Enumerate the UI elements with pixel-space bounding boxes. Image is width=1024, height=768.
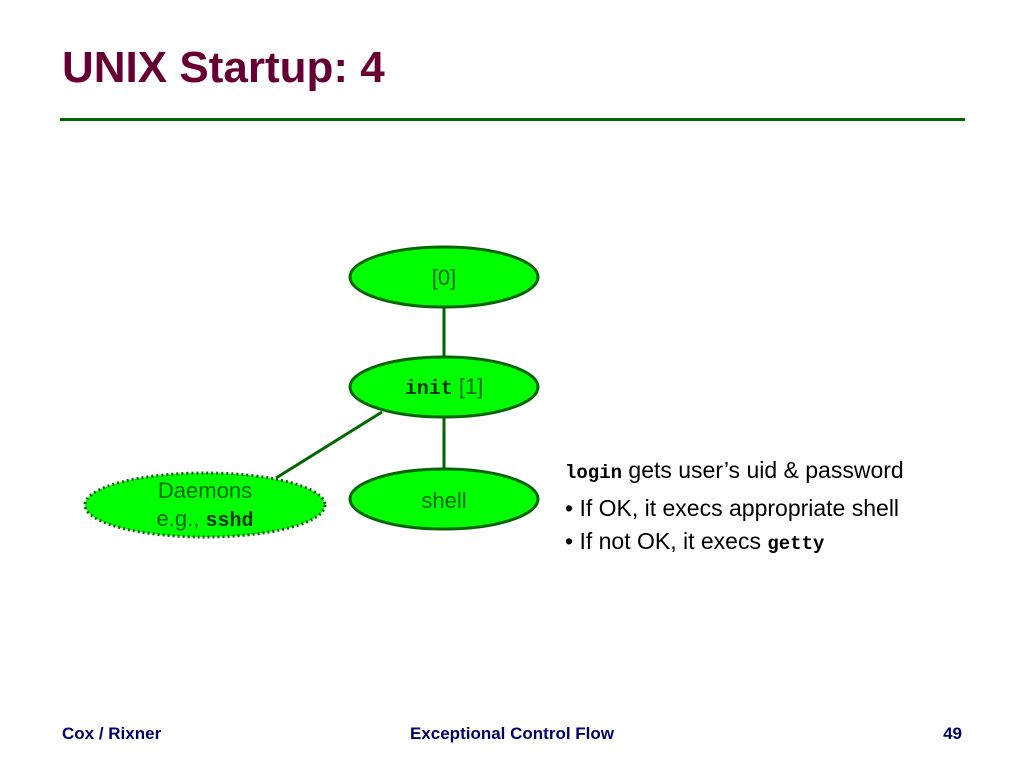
notes-bullet-not-ok: • If not OK, it execs getty bbox=[565, 528, 904, 556]
node-root-label: [0] bbox=[432, 265, 456, 290]
notes-bullet-ok: • If OK, it execs appropriate shell bbox=[565, 494, 900, 521]
footer-page-number: 49 bbox=[943, 724, 962, 743]
title-divider bbox=[60, 118, 965, 121]
node-root: [0] bbox=[348, 245, 540, 309]
node-shell-label: shell bbox=[421, 488, 466, 513]
node-daemons-line1: Daemons bbox=[158, 478, 252, 503]
footer-topic: Exceptional Control Flow bbox=[409, 724, 614, 743]
node-init-code: init bbox=[405, 378, 453, 401]
node-daemons-line2: e.g., sshd bbox=[157, 506, 254, 533]
node-daemons-code: sshd bbox=[205, 510, 253, 533]
slide-title: UNIX Startup: 4 bbox=[62, 43, 385, 92]
node-init: init [1] bbox=[348, 355, 540, 419]
login-code: login bbox=[565, 462, 623, 484]
node-init-pid: [1] bbox=[453, 374, 484, 399]
edge-init-daemons bbox=[275, 410, 383, 480]
node-init-label: init [1] bbox=[405, 374, 484, 401]
notes-heading-text: gets user’s uid & password bbox=[622, 457, 904, 483]
node-daemons-prefix: e.g., bbox=[157, 506, 206, 531]
getty-code: getty bbox=[767, 533, 825, 556]
node-shell: shell bbox=[348, 467, 540, 531]
login-notes: login gets user’s uid & password • If OK… bbox=[565, 457, 904, 556]
node-daemons: Daemons e.g., sshd bbox=[83, 471, 327, 539]
notes-bullet-not-ok-text: • If not OK, it execs bbox=[565, 528, 768, 555]
notes-heading: login gets user’s uid & password bbox=[565, 457, 904, 485]
footer-authors: Cox / Rixner bbox=[62, 724, 162, 743]
